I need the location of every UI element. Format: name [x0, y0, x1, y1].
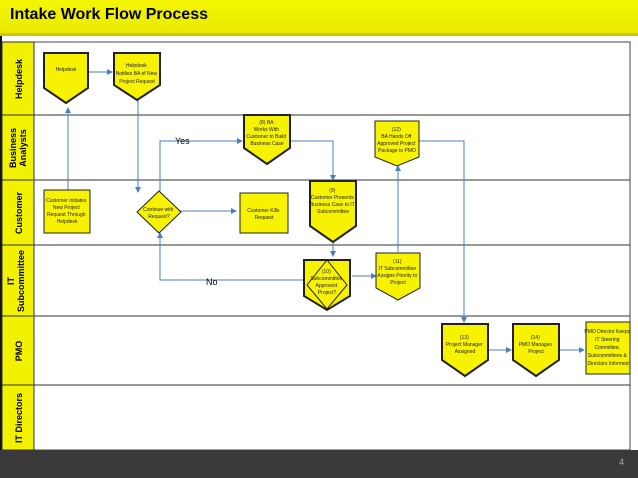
node-helpdesk-text: Helpdesk	[56, 67, 77, 73]
node-notify-ba: Helpdesk Notifies BA of New Project Requ…	[113, 52, 161, 102]
no-label: No	[206, 277, 218, 287]
left-border	[0, 36, 2, 450]
slide-title: Intake Work Flow Process	[10, 6, 208, 23]
node-assign-priority-text: (11) IT Subcommittee Assigns Priority to…	[377, 259, 418, 286]
lane-customer: Customer	[14, 192, 24, 235]
node-director-informed: PMO Director Keeps IT Steering Committee…	[584, 321, 631, 375]
lane-labels: Helpdesk BusinessAnalysts Customer ITSub…	[6, 58, 28, 443]
node-ba-build: (8) BA Works With Customer to Build Busi…	[243, 114, 291, 166]
footer-bar: 4	[0, 450, 638, 478]
node-helpdesk: Helpdesk	[43, 52, 89, 105]
node-pm-assigned: (13) Project Manager Assigned	[441, 323, 489, 378]
flow-diagram: Helpdesk BusinessAnalysts Customer ITSub…	[1, 41, 631, 450]
lane-pmo: PMO	[14, 341, 24, 362]
node-pmo-manages-text: (14) PMO Manages Project	[519, 335, 554, 355]
node-customer-initiates: Customer Initiates New Project Request T…	[43, 189, 91, 234]
node-approved-text: (10) Subcommittee Approved Project?	[310, 269, 343, 296]
node-ba-handoff: (12) BA Hands Off Approved Project Packa…	[374, 120, 420, 167]
node-customer-initiates-text: Customer Initiates New Project Request T…	[46, 198, 88, 225]
node-customer-kills-text: Customer Kills Request	[247, 208, 281, 221]
lane-it-directors: IT Directors	[14, 393, 24, 443]
node-ba-build-text: (8) BA Works With Customer to Build Busi…	[246, 120, 287, 147]
title-bar: Intake Work Flow Process	[0, 0, 638, 36]
lane-business-analysts: BusinessAnalysts	[8, 128, 28, 168]
node-customer-kills: Customer Kills Request	[239, 192, 289, 234]
page-number: 4	[618, 457, 624, 467]
connectors	[65, 69, 585, 353]
node-pm-assigned-text: (13) Project Manager Assigned	[446, 335, 484, 355]
node-continue-text: Continue with Request?	[143, 207, 175, 220]
node-pmo-manages: (14) PMO Manages Project	[512, 323, 560, 378]
node-customer-presents: (9) Customer Presents Business Case to I…	[309, 180, 357, 244]
node-director-informed-text: PMO Director Keeps IT Steering Committee…	[584, 329, 631, 367]
node-ba-handoff-text: (12) BA Hands Off Approved Project Packa…	[377, 127, 417, 154]
node-approved-decision: (10) Subcommittee Approved Project?	[303, 259, 351, 312]
lane-helpdesk: Helpdesk	[14, 58, 24, 99]
node-notify-ba-text: Helpdesk Notifies BA of New Project Requ…	[116, 63, 159, 85]
swimlanes	[1, 41, 631, 450]
lane-it-subcommittee: ITSubcommittee	[6, 250, 26, 312]
node-assign-priority: (11) IT Subcommittee Assigns Priority to…	[375, 252, 421, 301]
yes-label: Yes	[175, 136, 190, 146]
node-customer-presents-text: (9) Customer Presents Business Case to I…	[310, 188, 356, 215]
node-continue-decision: Continue with Request?	[136, 190, 182, 234]
